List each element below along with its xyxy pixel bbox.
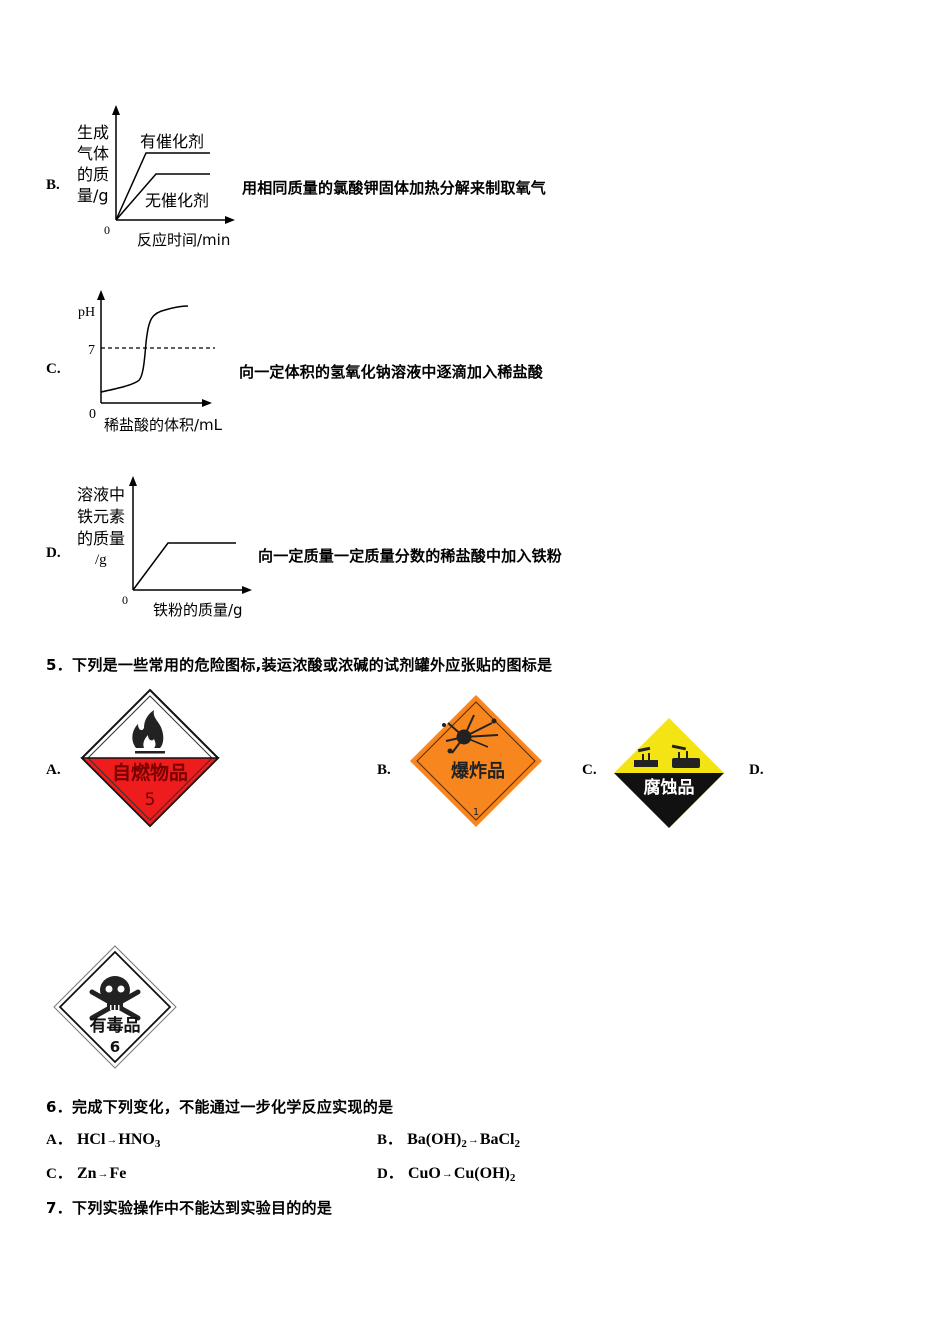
- y-label-line3: 的质: [77, 165, 109, 184]
- x-axis-label: 稀盐酸的体积/mL: [104, 416, 223, 434]
- y-axis-label: pH: [78, 305, 95, 320]
- explosion-icon: [442, 714, 499, 754]
- ph-titration-graph: pH 7 0 稀盐酸的体积/mL: [78, 290, 223, 434]
- y-label-line2: 铁元素: [77, 507, 125, 526]
- corrosive-sign: 腐蚀品: [614, 718, 724, 828]
- with-catalyst-label: 有催化剂: [140, 132, 204, 151]
- origin-label: 0: [104, 223, 110, 237]
- q6-option-c: C． Zn→Fe: [46, 1165, 127, 1182]
- origin-label: 0: [122, 593, 128, 607]
- y-label-line3: 的质量: [77, 529, 125, 548]
- q6-option-d: D． CuO→Cu(OH)2: [377, 1165, 516, 1184]
- iron-mass-graph: 溶液中 铁元素 的质量 /g 0 铁粉的质量/g: [77, 476, 252, 619]
- q5-option-a-letter: A.: [46, 762, 61, 778]
- q5-option-b-letter: B.: [377, 762, 391, 778]
- sign-class-number: 5: [145, 790, 156, 810]
- y-label-line2: 气体: [77, 144, 109, 163]
- q5-option-d-letter: D.: [749, 762, 764, 778]
- sign-label: 自燃物品: [112, 761, 188, 784]
- y-label-line1: 生成: [77, 123, 109, 142]
- option-b-description: 用相同质量的氯酸钾固体加热分解来制取氧气: [242, 179, 547, 197]
- option-d-description: 向一定质量一定质量分数的稀盐酸中加入铁粉: [258, 547, 563, 565]
- explosive-sign: 爆炸品 1: [410, 695, 542, 827]
- option-d-letter: D.: [46, 545, 61, 561]
- skull-crossbones-icon: [89, 976, 141, 1021]
- option-c-description: 向一定体积的氢氧化钠溶液中逐滴加入稀盐酸: [239, 363, 544, 381]
- question-5-text: 5．下列是一些常用的危险图标,装运浓酸或浓碱的试剂罐外应张贴的图标是: [46, 656, 553, 674]
- question-6-text: 6．完成下列变化，不能通过一步化学反应实现的是: [46, 1098, 394, 1116]
- q6-option-a: A． HCl→HNO3: [46, 1131, 161, 1150]
- sign-label: 爆炸品: [451, 760, 505, 782]
- x-axis-label: 铁粉的质量/g: [153, 601, 243, 619]
- origin-label: 0: [89, 407, 96, 422]
- q6-option-b: B． Ba(OH)2→BaCl2: [377, 1131, 520, 1150]
- y-label-line4: /g: [95, 552, 107, 568]
- option-b-letter: B.: [46, 177, 60, 193]
- toxic-sign: 有毒品 6: [53, 945, 177, 1069]
- sign-class-number: 1: [473, 807, 479, 818]
- q5-option-c-letter: C.: [582, 762, 597, 778]
- sign-class-number: 6: [110, 1038, 120, 1056]
- y-label-line4: 量/g: [77, 186, 109, 205]
- y-label-line1: 溶液中: [77, 485, 125, 504]
- catalyst-gas-mass-graph: 生成 气体 的质 量/g 有催化剂 无催化剂 0 反应时间/min: [77, 105, 235, 249]
- sign-label: 腐蚀品: [644, 777, 695, 798]
- spontaneous-combustion-sign: 自燃物品 5: [80, 688, 220, 828]
- without-catalyst-label: 无催化剂: [145, 191, 209, 210]
- y-tick-7: 7: [88, 343, 95, 358]
- question-7-text: 7．下列实验操作中不能达到实验目的的是: [46, 1199, 333, 1217]
- corrosion-icon: [634, 744, 700, 768]
- option-c-letter: C.: [46, 361, 61, 377]
- sign-label: 有毒品: [90, 1015, 141, 1036]
- x-axis-label: 反应时间/min: [137, 231, 230, 249]
- flame-icon: [132, 710, 165, 754]
